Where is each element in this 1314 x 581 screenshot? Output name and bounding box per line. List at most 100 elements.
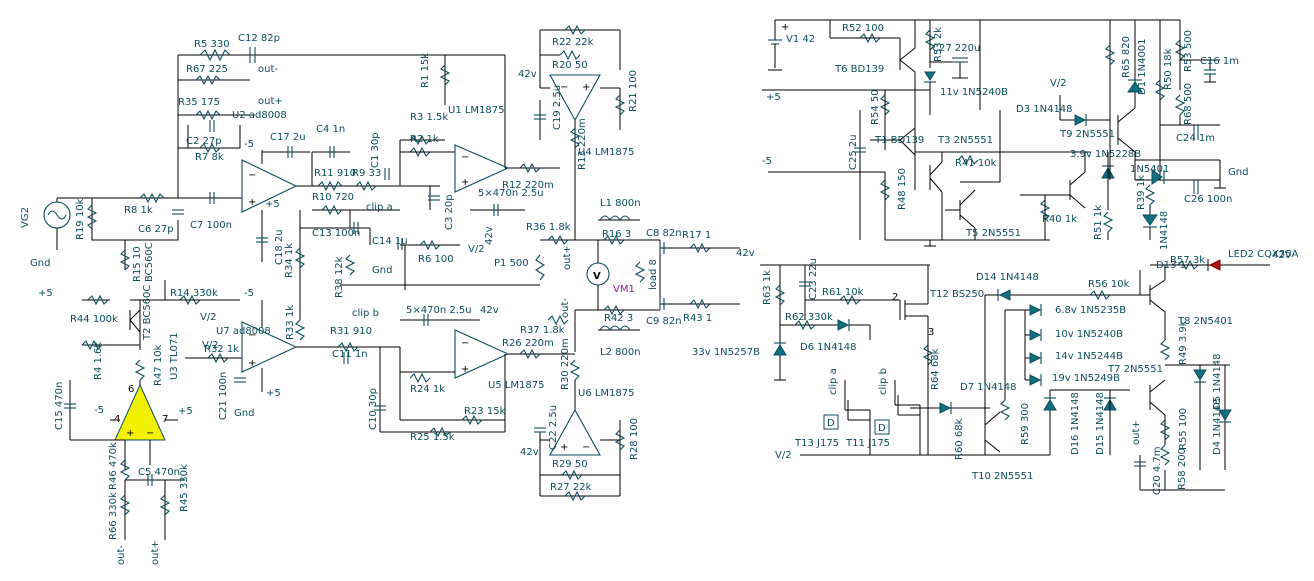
r47-label: R47 10k — [153, 344, 164, 386]
c11-label: C11 1n — [332, 349, 368, 360]
r61-label: R61 10k — [822, 287, 864, 298]
opamp-u2: −+ — [241, 150, 312, 230]
transistor-t9 — [1069, 152, 1086, 209]
c21-label: C21 100n — [218, 372, 229, 420]
svg-text:−: − — [146, 428, 154, 439]
r33-label: R33 1k — [285, 305, 296, 340]
u6-label: U6 LM1875 — [578, 388, 635, 399]
v42-f-label: 42V — [1272, 250, 1292, 261]
c12-label: C12 82p — [238, 33, 280, 44]
d-1n5401-label: 1N5401 — [1130, 164, 1169, 175]
d-box1-label: D — [827, 418, 835, 429]
v1-label: V1 42 — [786, 34, 815, 45]
opamp-u5: −+ — [454, 329, 575, 379]
vm1-label: VM1 — [613, 284, 635, 295]
u7-label: U7 ad8008 — [216, 326, 271, 337]
r34-label: R34 1k — [284, 243, 295, 278]
r3-label: R3 1.5k — [410, 112, 448, 123]
c26-label: C26 100n — [1184, 194, 1232, 205]
svg-text:−: − — [560, 82, 568, 93]
v2-b-label: V/2 — [200, 312, 217, 323]
svg-text:+: + — [248, 358, 256, 369]
r14-label: R14 330k — [170, 288, 218, 299]
r4-label: R4 1.6k — [93, 342, 104, 380]
plus5-c-label: +5 — [266, 388, 281, 399]
t8-label: T8 2N5401 — [1177, 316, 1233, 327]
r46-label: R46 470k — [108, 442, 119, 490]
vg2-label: VG2 — [20, 207, 31, 228]
v42-d-label: 42v — [480, 305, 499, 316]
opamp-u4: −+ — [539, 55, 621, 168]
d-14-label: 14v 1N5244B — [1055, 351, 1123, 362]
d11v-label: 11v 1N5240B — [940, 87, 1008, 98]
t6-label: T6 BD139 — [834, 64, 884, 75]
gnd-c-label: Gnd — [234, 408, 254, 419]
d3-label: D3 1N4148 — [1016, 104, 1073, 115]
r9-label: R9 33 — [352, 168, 381, 179]
c20-label: C20 4.7m — [1152, 446, 1163, 495]
c18-label: C18 2u — [274, 229, 285, 265]
r2-label: R2 1k — [410, 134, 439, 145]
d-19-label: 19v 1N5249B — [1052, 373, 1120, 384]
v42-e-label: 42v — [520, 447, 539, 458]
out-plus-r-label: out+ — [1131, 420, 1142, 445]
r19-label: R19 10k — [75, 198, 86, 240]
d2-label: 3.9v 1N5228B — [1070, 149, 1141, 160]
t10-label: T10 2N5551 — [971, 471, 1033, 482]
r7-label: R7 8k — [195, 152, 224, 163]
d14-label: D14 1N4148 — [976, 272, 1039, 283]
r58-label: R58 200 — [1177, 448, 1188, 490]
opamp-u6: +− — [539, 380, 621, 497]
c6-label: C6 27p — [138, 224, 174, 235]
out-minus-bot-label: out- — [116, 545, 127, 565]
r5-label: R5 330 — [194, 39, 230, 50]
c5-label: C5 470n — [138, 467, 180, 478]
c2-label: C2 27p — [186, 136, 222, 147]
d-68-label: 6.8v 1N5235B — [1055, 305, 1126, 316]
svg-text:+: + — [582, 82, 590, 93]
potentiometer-p1: P1 500 — [494, 254, 546, 281]
clip-b-label: clip b — [352, 308, 379, 319]
capacitor-c12: C12 82p — [238, 33, 280, 63]
r67-label: R67 225 — [186, 64, 228, 75]
pin4-label: 4 — [114, 414, 120, 425]
svg-text:−: − — [248, 330, 256, 341]
c17-label: C17 2u — [270, 132, 306, 143]
t12-label: T12 BS250 — [929, 289, 984, 300]
d7-label: D7 1N4148 — [960, 382, 1017, 393]
transistor-t-main — [1117, 20, 1136, 180]
c15-label: C15 470n — [54, 382, 65, 430]
opamp-u3: +− — [70, 380, 178, 470]
t3-label: T3 2N5551 — [937, 135, 993, 146]
svg-text:+: + — [560, 442, 568, 453]
svg-text:+: + — [248, 197, 256, 208]
r37-label: R37 1.8k — [520, 325, 565, 336]
r40-label: R40 1k — [1042, 214, 1077, 225]
load-label: load 8 — [648, 259, 659, 290]
r59-label: R59 300 — [1020, 403, 1031, 445]
transistor-t3 — [929, 152, 943, 240]
c25-label: C25 2u — [848, 134, 859, 170]
c27-label: C27 220u — [932, 43, 980, 54]
t11-label: T11 J175 — [845, 438, 890, 449]
gnd-a-label: Gnd — [30, 258, 50, 269]
r25-label: R25 1.5k — [410, 432, 455, 443]
v2-a-label: V/2 — [468, 244, 485, 255]
c3-label: C3 20p — [444, 194, 455, 230]
r6-label: R6 100 — [418, 254, 454, 265]
v2-d-label: V/2 — [1050, 78, 1067, 89]
r15-label: R15 10 — [132, 246, 143, 282]
t9-label: T9 2N5551 — [1059, 129, 1115, 140]
r22-label: R22 22k — [552, 37, 594, 48]
r35-label: R35 175 — [178, 97, 220, 108]
jfet-t13 — [845, 400, 871, 455]
r45-label: R45 330k — [179, 464, 190, 512]
svg-text:+: + — [126, 428, 134, 439]
plus5-f-label: +5 — [766, 92, 781, 103]
p1-label: P1 500 — [494, 258, 529, 269]
bc560-label: BC560C — [144, 242, 155, 282]
c24-label: C24 1m — [1176, 133, 1215, 144]
t13-label: T13 J175 — [794, 438, 839, 449]
t5-label: T5 2N5551 — [965, 228, 1021, 239]
transistor-t7 — [1149, 379, 1166, 445]
